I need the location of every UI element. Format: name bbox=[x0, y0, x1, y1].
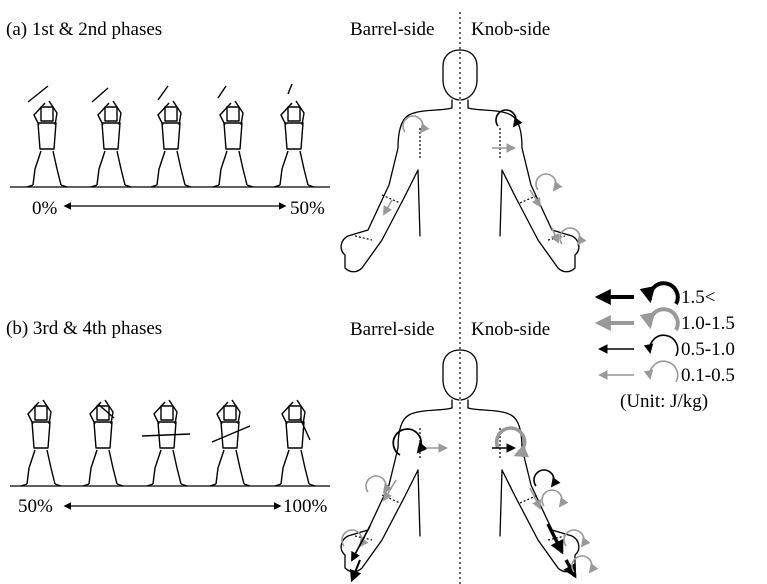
panel-a-phase-figures bbox=[26, 83, 315, 188]
panel-b-energy-arrows bbox=[342, 426, 592, 583]
panel-a-joint-markers bbox=[354, 128, 566, 241]
panel-a-knob-side-label: Knob-side bbox=[471, 19, 551, 40]
legend-symbol-1 bbox=[594, 281, 680, 305]
legend-label-4: 0.1-0.5 bbox=[681, 365, 735, 386]
panel-b-end-percent: 100% bbox=[283, 496, 328, 517]
legend-label-3: 0.5-1.0 bbox=[681, 339, 735, 360]
panel-a-start-percent: 0% bbox=[32, 198, 58, 219]
legend-symbol-4 bbox=[598, 360, 679, 383]
panel-b-phase-figures bbox=[20, 399, 316, 487]
panel-a-energy-arrows bbox=[383, 110, 580, 244]
panel-b-knob-side-label: Knob-side bbox=[471, 319, 551, 340]
legend-symbol-3 bbox=[598, 334, 679, 357]
panel-a-barrel-side-label: Barrel-side bbox=[350, 19, 435, 40]
legend-unit-label: (Unit: J/kg) bbox=[620, 391, 709, 412]
legend-label-2: 1.0-1.5 bbox=[681, 313, 735, 334]
panel-b-barrel-side-label: Barrel-side bbox=[350, 319, 435, 340]
legend-label-1: 1.5< bbox=[681, 287, 716, 308]
panel-a-title: (a) 1st & 2nd phases bbox=[6, 19, 163, 40]
panel-b-start-percent: 50% bbox=[18, 496, 53, 517]
panel-b-title: (b) 3rd & 4th phases bbox=[6, 318, 163, 339]
legend-symbol-2 bbox=[594, 307, 680, 331]
panel-a-end-percent: 50% bbox=[290, 198, 325, 219]
